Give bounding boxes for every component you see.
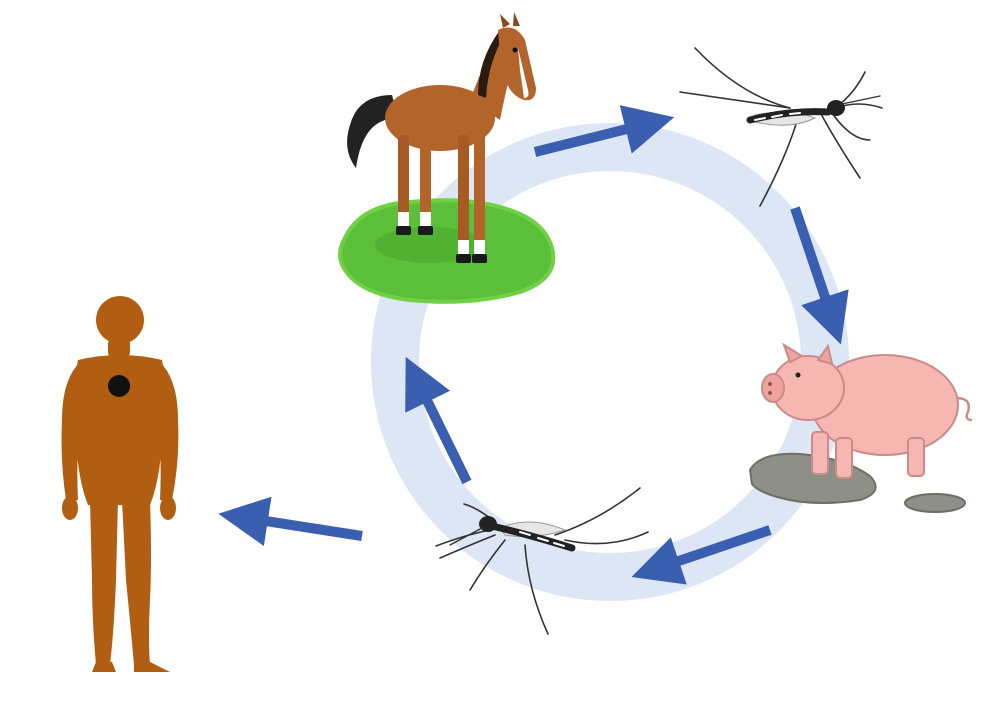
mosquito-icon <box>435 487 649 635</box>
human-icon <box>61 296 179 672</box>
arrow-mosquito-to-pig <box>790 206 849 345</box>
arrow-mosquito-to-human <box>218 496 363 547</box>
mosquito-icon <box>679 47 883 207</box>
horse-icon <box>338 12 556 304</box>
arrow-mosquito-to-horse <box>405 356 472 485</box>
arrow-pig-to-mosquito <box>631 525 772 585</box>
arrow-horse-to-mosquito <box>533 105 675 157</box>
infection-spot <box>108 375 130 397</box>
pig-icon <box>748 342 973 513</box>
